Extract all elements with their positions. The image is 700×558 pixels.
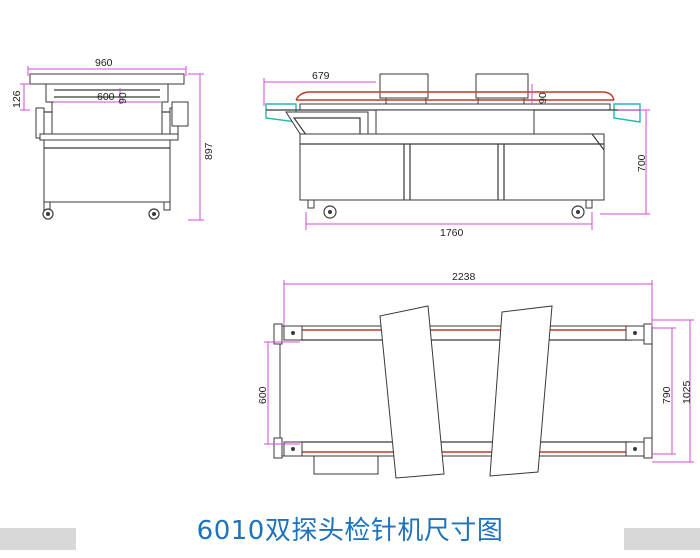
footer-bar-left bbox=[0, 528, 76, 550]
side-inlet-label: 679 bbox=[312, 70, 330, 82]
front-opening bbox=[51, 101, 163, 135]
top-length-label: 2238 bbox=[452, 271, 476, 283]
footer-bar-right bbox=[624, 528, 700, 550]
front-height-label: 897 bbox=[203, 142, 215, 160]
top-belt-width-label: 600 bbox=[257, 386, 269, 404]
side-frame bbox=[299, 133, 605, 201]
top-detector-plate-2 bbox=[489, 305, 553, 477]
front-head-top bbox=[29, 73, 185, 85]
figure-caption: 6010双探头检针机尺寸图 bbox=[196, 516, 504, 546]
side-head-1 bbox=[379, 73, 429, 99]
front-top-offset-label: 126 bbox=[11, 90, 23, 108]
side-head-2 bbox=[475, 73, 529, 99]
side-view: 679 1760 700 90 bbox=[263, 70, 650, 239]
side-opening-height-label: 90 bbox=[537, 92, 549, 104]
top-frame bbox=[279, 325, 653, 457]
front-width-label: 960 bbox=[95, 57, 113, 69]
top-inner-width-label: 790 bbox=[661, 386, 673, 404]
top-view: 2238 600 790 1025 bbox=[257, 271, 694, 479]
front-body bbox=[43, 139, 171, 203]
side-roller-right bbox=[613, 103, 641, 123]
side-belt bbox=[295, 91, 615, 101]
front-opening-width-label: 600 bbox=[97, 91, 115, 103]
top-detector-plate-1 bbox=[379, 305, 445, 479]
top-control-panel bbox=[313, 455, 379, 475]
front-view: 960 600 897 126 90 bbox=[11, 57, 215, 221]
top-outer-width-label: 1025 bbox=[681, 380, 693, 404]
side-length-label: 1760 bbox=[440, 227, 464, 239]
front-opening-height-label: 90 bbox=[117, 92, 129, 104]
front-control-box bbox=[171, 101, 189, 127]
side-height-label: 700 bbox=[636, 154, 648, 172]
